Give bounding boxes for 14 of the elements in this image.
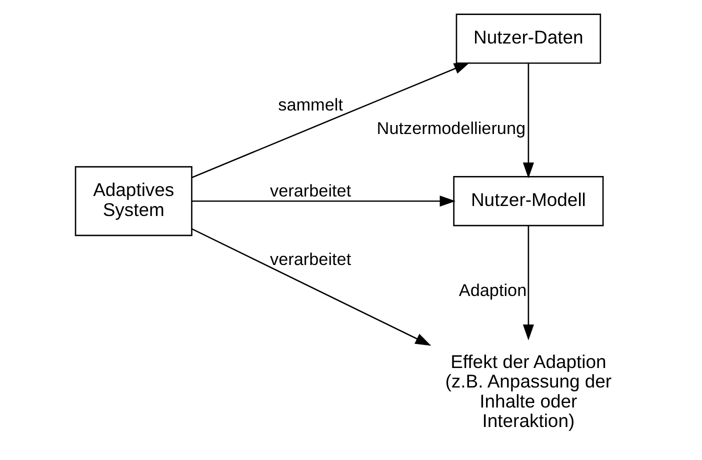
node-box: Nutzer-Daten [455, 13, 601, 64]
node-text: Effekt der Adaption (z.B. Anpassung der Inhalte oder Interaktion) [444, 350, 612, 431]
node-box: Nutzer-Modell [452, 176, 604, 226]
arrow [191, 62, 470, 178]
arrow [191, 228, 431, 346]
arrow [522, 62, 534, 178]
edge-label: sammelt [278, 94, 342, 114]
arrow [191, 195, 456, 206]
node-box: Adaptives System [74, 166, 192, 236]
edge-label: Nutzermodellierung [376, 118, 526, 138]
edge-label: verarbeitet [270, 248, 351, 269]
edge-label: Adaption [458, 279, 526, 300]
edge-label: verarbeitet [270, 180, 351, 200]
arrow [522, 225, 534, 340]
